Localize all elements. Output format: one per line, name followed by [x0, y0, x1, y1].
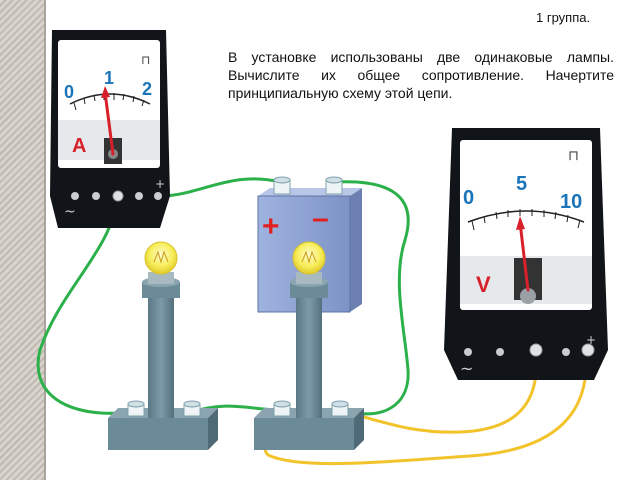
voltmeter-pointer [518, 220, 530, 292]
ammeter-terminal-5 [154, 192, 162, 200]
wire-ammeter-to-left-lamp [36, 195, 137, 415]
voltmeter-scale-10: 10 [560, 191, 582, 213]
voltmeter-scale-arc [467, 210, 585, 223]
lamp-left-post [148, 296, 174, 418]
lamp-left [108, 241, 218, 450]
ammeter-ac-symbol: ~ [64, 204, 76, 220]
ammeter-plus: + [155, 177, 165, 191]
lamp-right-bulb [292, 241, 326, 275]
wire-battery-to-right [335, 180, 410, 416]
ammeter: 0 1 2 ⊓ A ~ + [50, 30, 170, 228]
ammeter-pointer [103, 90, 115, 156]
ammeter-scale-arc [69, 93, 151, 105]
ammeter-scale-2: 2 [142, 79, 152, 99]
voltmeter-scale-5: 5 [516, 173, 527, 195]
voltmeter-plus: + [586, 333, 596, 347]
lamp-left-bulb [144, 241, 178, 275]
battery-plus: + [262, 210, 280, 243]
lamp-right-base-side [354, 408, 364, 450]
ammeter-pointer-tip [101, 86, 110, 98]
voltmeter-terminal-4 [562, 348, 570, 356]
voltmeter-terminal-3 [529, 343, 543, 357]
ammeter-terminal-3 [112, 190, 124, 202]
voltmeter-terminal-5 [581, 343, 595, 357]
lamp-right-post [296, 296, 322, 418]
lamp-right-base-front [254, 418, 354, 450]
lamp-left-filament [153, 250, 169, 264]
lamp-left-base-front [108, 418, 208, 450]
lamp-right-terminal-right [331, 400, 349, 417]
wire-ammeter-to-battery [159, 177, 281, 198]
lamp-left-socket-cap [148, 272, 174, 284]
voltmeter-dc-symbol: ⊓ [568, 148, 579, 164]
lamp-left-base-side [208, 408, 218, 450]
battery-minus: – [312, 202, 329, 235]
task-text: В установке использованы две одинаковые … [228, 49, 614, 101]
ammeter-letter: A [72, 135, 86, 157]
ammeter-scale-1: 1 [104, 68, 114, 88]
background-strip [0, 0, 44, 480]
lamp-left-terminal-left [127, 400, 145, 417]
ammeter-terminals [71, 190, 162, 202]
voltmeter-ac-symbol: ~ [460, 359, 473, 378]
voltmeter-scale-0: 0 [463, 187, 474, 209]
group-label: 1 группа. [536, 10, 591, 25]
voltmeter-ticks [471, 209, 581, 231]
ammeter-dc-symbol: ⊓ [141, 53, 150, 67]
battery-terminal-right [325, 176, 343, 195]
ammeter-terminal-4 [135, 192, 143, 200]
voltmeter-pivot [520, 288, 536, 304]
voltmeter-terminal-1 [464, 348, 472, 356]
lamp-right-socket-cap [296, 272, 322, 284]
voltmeter-pointer-tip [516, 216, 525, 230]
lamp-left-terminal-right [183, 400, 201, 417]
ammeter-terminal-2 [92, 192, 100, 200]
ammeter-scale-0: 0 [64, 82, 74, 102]
voltmeter-letter: V [476, 272, 491, 297]
lamp-right-filament [301, 250, 317, 264]
lamp-right-terminal-left [273, 400, 291, 417]
ammeter-terminal-1 [71, 192, 79, 200]
battery-terminal-left [273, 176, 291, 195]
lamp-right [254, 241, 364, 450]
wire-voltmeter-yellow-1 [343, 351, 538, 434]
battery-side [350, 188, 362, 312]
background-strip-edge [44, 0, 46, 480]
voltmeter-terminal-2 [496, 348, 504, 356]
voltmeter: 0 5 10 ⊓ V ~ + [444, 128, 608, 380]
voltmeter-terminals [464, 343, 595, 357]
